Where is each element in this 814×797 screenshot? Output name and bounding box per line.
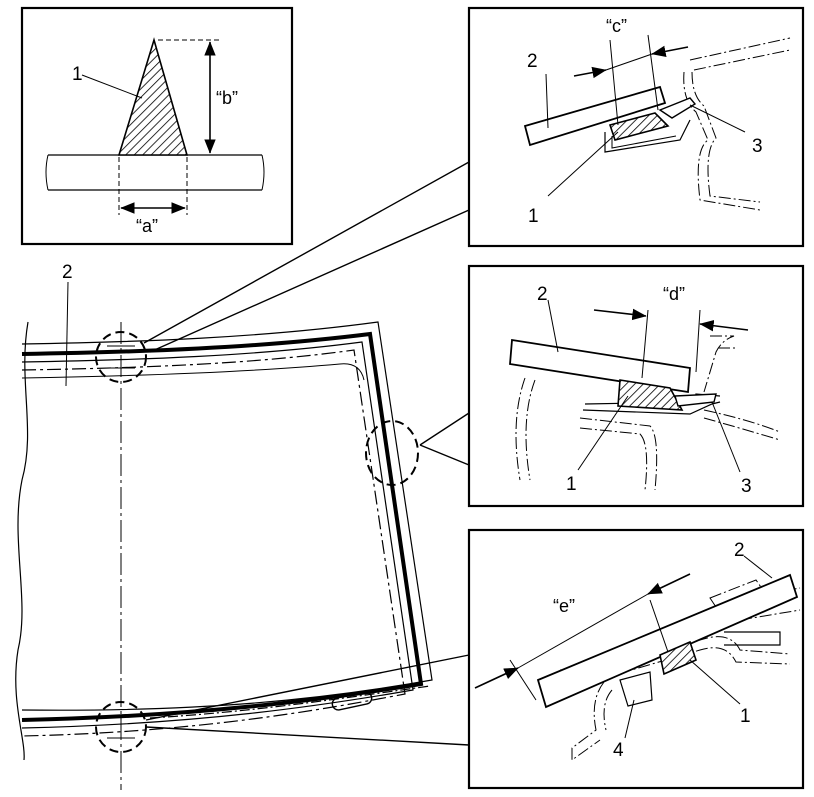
glass-inner-edge (21, 363, 365, 381)
glass-e (536, 573, 799, 709)
detail-c-panel (467, 6, 805, 248)
detail-d-panel (467, 264, 805, 508)
bead-label-c: 1 (528, 206, 539, 227)
dim-d-label: “d” (663, 284, 685, 304)
spacer-label-d: 3 (741, 476, 752, 497)
body-outer-edge (21, 321, 433, 711)
bead-label-profile: 1 (72, 64, 83, 85)
bead-label-e: 1 (740, 706, 751, 727)
bead-triangle (117, 37, 189, 156)
clip-label-e: 4 (613, 740, 624, 761)
leader-top-2 (149, 209, 470, 353)
leader-bottom-1 (145, 654, 470, 721)
bead-label-d: 1 (566, 474, 577, 495)
cowl-slot (331, 691, 373, 711)
glass-label-main: 2 (62, 262, 73, 283)
glass-label-e: 2 (734, 540, 745, 561)
leader-top-1 (143, 161, 470, 344)
spacer-d (674, 393, 717, 407)
glass-inner-outline (21, 341, 414, 729)
glass-label-c: 2 (527, 51, 538, 72)
bead-profile-panel (20, 6, 294, 246)
leader-bottom-2 (145, 726, 470, 746)
spacer-c (658, 97, 697, 119)
glass-label-d: 2 (537, 284, 548, 305)
glass-d (509, 338, 691, 394)
bead-e (659, 640, 697, 676)
ceramic-border-line (21, 349, 406, 737)
left-break-line (15, 321, 29, 761)
dim-e-label: “e” (553, 596, 575, 616)
leader-side-2 (419, 444, 470, 466)
dim-a-label: “a” (136, 216, 158, 236)
main-windshield-view (15, 161, 470, 790)
bead-d (617, 379, 684, 411)
detail-circle-side (365, 420, 419, 486)
bead-c (608, 112, 670, 141)
cowl-edge (149, 685, 431, 719)
leader-side-1 (419, 412, 470, 446)
dim-c-label: “c” (606, 16, 627, 36)
glass-c (523, 85, 667, 147)
detail-e-panel (467, 528, 805, 790)
glass-outline (21, 331, 424, 722)
dim-b-label: “b” (216, 88, 238, 108)
detail-circle-top (95, 331, 147, 383)
spacer-label-c: 3 (752, 136, 763, 157)
